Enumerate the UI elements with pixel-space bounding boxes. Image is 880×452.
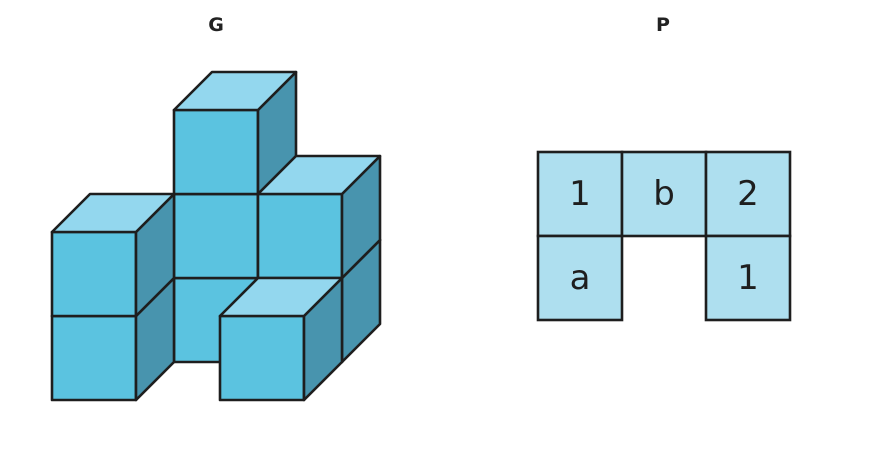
net-cell: 1: [536, 150, 624, 238]
net-cell: 1: [704, 234, 792, 322]
net-cell-label: b: [653, 174, 675, 214]
net-cell: b: [620, 150, 708, 238]
cube: [256, 154, 382, 280]
cube-top-face: [50, 192, 176, 234]
cube: [172, 70, 298, 196]
cube-front-face: [256, 192, 344, 280]
cube-top-face: [172, 70, 298, 112]
net-cell-square: [704, 150, 792, 238]
net-cell-square: [536, 234, 624, 322]
net-cell: 2: [704, 150, 792, 238]
net-cell-square: [704, 234, 792, 322]
solid-title: G: [208, 14, 224, 36]
net-title: P: [656, 14, 670, 36]
cube: [50, 192, 176, 318]
cube-front-face: [50, 314, 138, 402]
cube-front-face: [50, 230, 138, 318]
net-cell-square: [620, 150, 708, 238]
cube: [218, 276, 344, 402]
net-cell-label: a: [570, 258, 591, 298]
cube-front-face: [172, 192, 260, 280]
cube-top-face: [256, 154, 382, 196]
cube-front-face: [172, 108, 260, 196]
net-cell-square: [536, 150, 624, 238]
cube-solid: [50, 70, 382, 402]
net-cell-label: 2: [737, 174, 759, 214]
net-cell-label: 1: [737, 258, 759, 298]
cube-front-face: [218, 314, 306, 402]
net-cell: a: [536, 234, 624, 322]
net-grid: 1 b 2 a 1: [536, 150, 792, 322]
net-cell-label: 1: [569, 174, 591, 214]
cube-top-face: [218, 276, 344, 318]
